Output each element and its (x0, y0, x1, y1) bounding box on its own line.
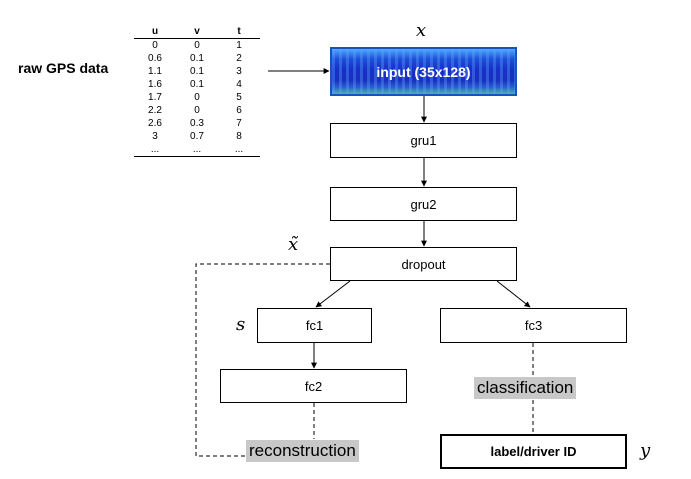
dropout-node: dropout (330, 247, 517, 281)
table-row: 1.6 0.1 4 (134, 78, 260, 91)
gru2-node: gru2 (330, 187, 517, 221)
table-cell: 0.6 (148, 53, 162, 64)
table-cell: 7 (236, 118, 242, 129)
reconstruction-label: reconstruction (246, 440, 359, 462)
symbol-x-tilde: x̃ (288, 234, 299, 255)
table-row: 0 0 1 (134, 39, 260, 53)
table-cell: 6 (236, 105, 242, 116)
table-cell: 0.1 (190, 79, 204, 90)
column-header-v: v (176, 26, 218, 39)
table-cell: 0.3 (190, 118, 204, 129)
column-header-t: t (218, 26, 260, 39)
table-cell: 5 (236, 92, 242, 103)
raw-gps-label: raw GPS data (18, 60, 109, 76)
table-cell: 1.7 (148, 92, 162, 103)
symbol-y: y (640, 440, 651, 461)
table-row: 2.6 0.3 7 (134, 117, 260, 130)
symbol-s: s (236, 314, 246, 335)
table-cell: 0 (194, 40, 200, 51)
table-cell: 0.1 (190, 66, 204, 77)
input-node: input (35x128) (330, 47, 517, 96)
fc1-node: fc1 (257, 308, 372, 343)
table-row: 1.1 0.1 3 (134, 65, 260, 78)
symbol-x: x (416, 20, 427, 41)
table-row: 0.6 0.1 2 (134, 52, 260, 65)
fc3-node: fc3 (440, 308, 627, 343)
table-cell: 1 (236, 40, 242, 51)
arrow-dropout-to-fc1 (315, 280, 351, 308)
table-cell: 2.6 (148, 118, 162, 129)
gru1-node: gru1 (330, 123, 517, 158)
table-cell: 0.7 (190, 131, 204, 142)
table-cell: 2 (236, 53, 242, 64)
table-cell: 1.1 (148, 66, 162, 77)
table-row: 1.7 0 5 (134, 91, 260, 104)
classification-label: classification (474, 377, 577, 399)
table-cell: 3 (152, 131, 158, 142)
table-cell: 2.2 (148, 105, 162, 116)
table-header-row: u v t (134, 26, 260, 39)
arrow-dropout-to-fc3 (496, 280, 531, 308)
table-row: 2.2 0 6 (134, 104, 260, 117)
table-cell: ... (176, 143, 218, 157)
table-row: ......... (134, 143, 260, 157)
table-cell: 0 (194, 105, 200, 116)
table-cell: 3 (236, 66, 242, 77)
table-cell: 0 (152, 40, 158, 51)
table-cell: 4 (236, 79, 242, 90)
table-cell: ... (134, 143, 176, 157)
column-header-u: u (134, 26, 176, 39)
dashed-reconstruction-loop (195, 263, 330, 457)
table-cell: 0 (194, 92, 200, 103)
fc2-node: fc2 (220, 369, 407, 403)
table-cell: 8 (236, 131, 242, 142)
table-cell: 0.1 (190, 53, 204, 64)
table-cell: 1.6 (148, 79, 162, 90)
table-cell: ... (218, 143, 260, 157)
output-node: label/driver ID (440, 434, 627, 469)
